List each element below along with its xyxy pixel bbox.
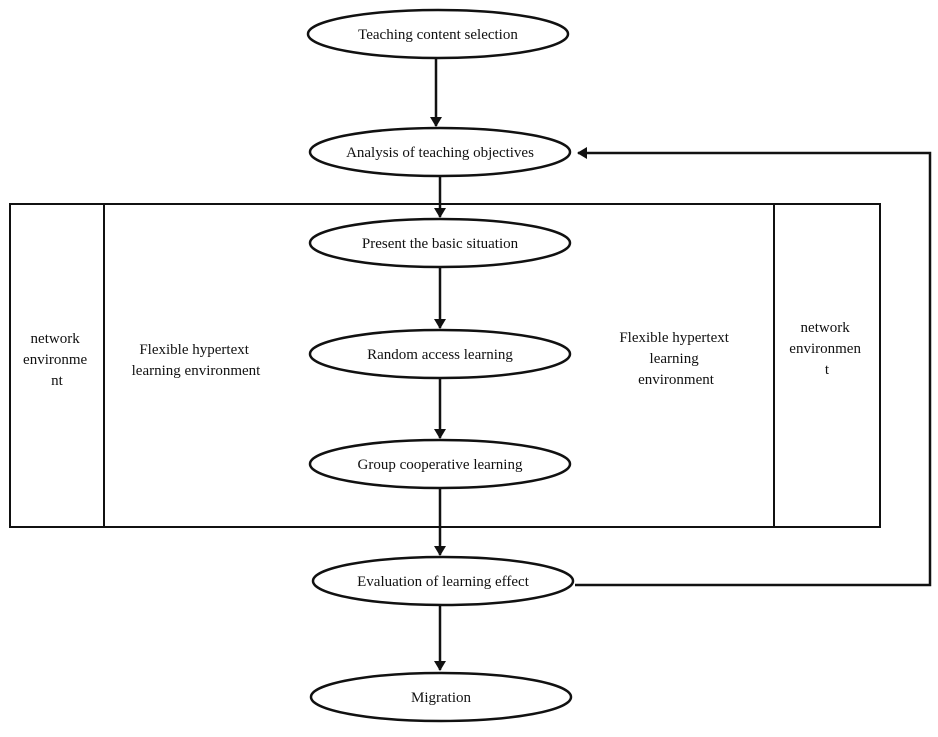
node-present-basic-situation: Present the basic situation bbox=[308, 217, 572, 269]
environment-container bbox=[9, 203, 881, 528]
node-evaluation-of-learning-effect: Evaluation of learning effect bbox=[311, 555, 575, 607]
node-analysis-of-teaching-objectives: Analysis of teaching objectives bbox=[308, 126, 572, 178]
left-network-label: network environme nt bbox=[23, 331, 91, 389]
node-migration: Migration bbox=[309, 671, 573, 723]
node-random-access-learning: Random access learning bbox=[308, 328, 572, 380]
node-label: Teaching content selection bbox=[358, 27, 518, 43]
right-network-label: network environmen t bbox=[789, 320, 864, 378]
node-label: Group cooperative learning bbox=[358, 457, 523, 473]
feedback-loop-arrow bbox=[575, 147, 932, 587]
left-flexible-label: Flexible hypertext learning environment bbox=[132, 342, 262, 379]
node-label: Random access learning bbox=[367, 347, 513, 363]
right-flexible-label: Flexible hypertext learning environment bbox=[619, 330, 732, 388]
node-label: Evaluation of learning effect bbox=[357, 574, 530, 590]
node-label: Migration bbox=[411, 690, 471, 706]
node-group-cooperative-learning: Group cooperative learning bbox=[308, 438, 572, 490]
node-label: Present the basic situation bbox=[362, 236, 519, 252]
node-label: Analysis of teaching objectives bbox=[346, 145, 534, 161]
node-teaching-content-selection: Teaching content selection bbox=[306, 8, 570, 60]
